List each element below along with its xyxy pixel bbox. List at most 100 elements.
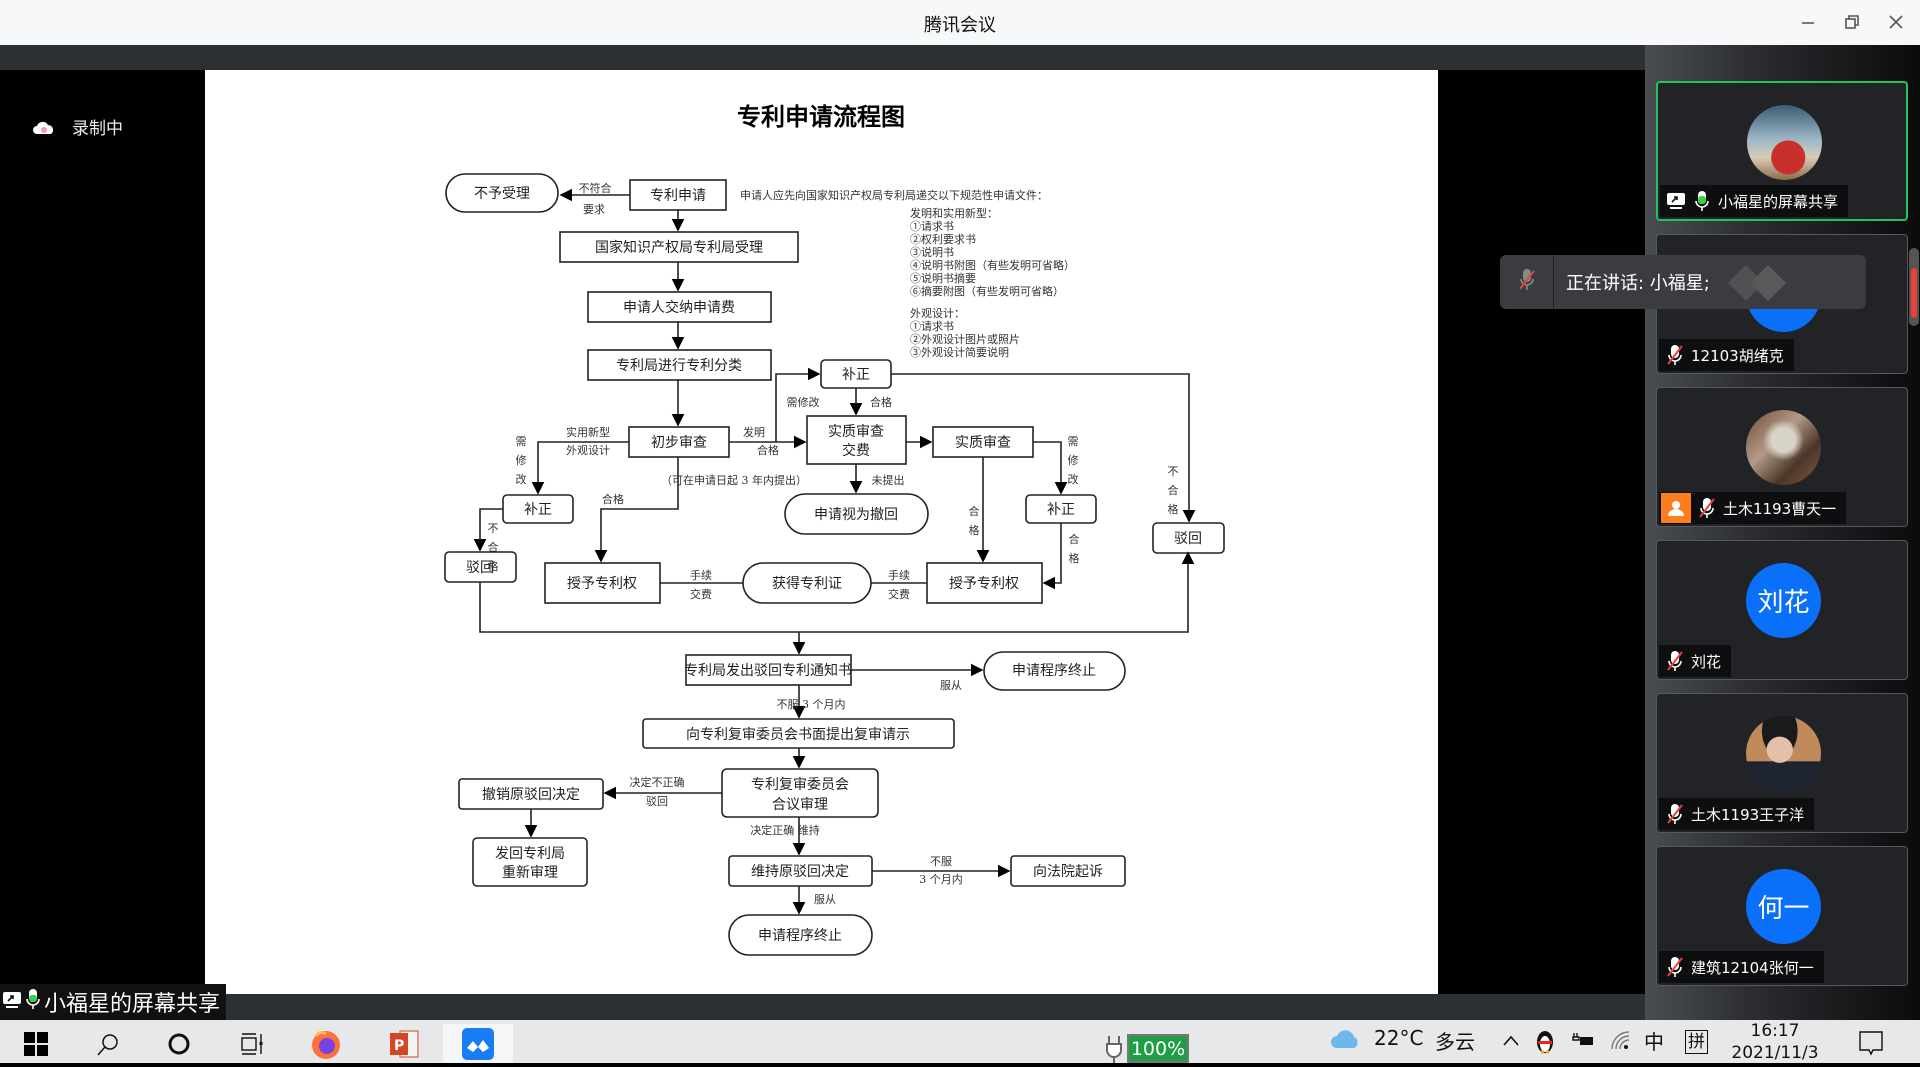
participants-scrollbar[interactable] — [1909, 248, 1919, 326]
ime-language[interactable]: 中 — [1644, 1030, 1664, 1054]
flowchart-edge-label: 改 — [516, 472, 527, 486]
mic-muted-icon — [1665, 344, 1685, 366]
participant-name: 土木1193曹天一 — [1723, 499, 1837, 518]
powerpoint-taskbar-button[interactable]: P — [380, 1024, 428, 1063]
flowchart-connector — [775, 367, 821, 442]
flowchart-connector — [1728, 265, 1764, 301]
node-terminate-1 — [983, 651, 1126, 691]
wifi-icon[interactable] — [1610, 1030, 1630, 1055]
notification-center-icon[interactable] — [1858, 1030, 1884, 1060]
mic-muted-icon — [1697, 497, 1717, 519]
show-hidden-icons-chevron-icon[interactable] — [1502, 1028, 1520, 1052]
task-view-button[interactable] — [228, 1024, 276, 1063]
search-icon — [97, 1033, 118, 1055]
label-pay: 申请人交纳申请费 — [623, 299, 735, 316]
node-classify — [587, 349, 772, 381]
flowchart-edge-label: 发明和实用新型： — [910, 206, 998, 220]
tencent-meeting-watermark-icon — [1728, 265, 1786, 301]
flowchart-connector — [473, 508, 503, 552]
label-terminate-2: 申请程序终止 — [758, 928, 842, 944]
node-sue — [1010, 855, 1126, 887]
firefox-icon — [312, 1030, 340, 1059]
cortana-button[interactable] — [155, 1024, 203, 1063]
flowchart-edge-label: ②权利要求书 — [910, 233, 976, 246]
flowchart-edge-label: 需 — [1068, 435, 1079, 448]
flowchart-edge-label: 修 — [516, 453, 527, 467]
start-button[interactable] — [12, 1024, 60, 1063]
flowchart-connector — [1042, 523, 1062, 590]
flowchart-connector — [7, 994, 14, 1002]
flowchart-connector — [26, 998, 40, 1009]
flowchart-edge-label: ③外观设计简要说明 — [910, 345, 1009, 359]
taskbar-clock[interactable]: 16:17 2021/11/3 — [1730, 1020, 1820, 1064]
weather-cloud-icon[interactable] — [1330, 1026, 1360, 1055]
label-return-2: 重新审理 — [502, 865, 558, 881]
tencent-meeting-taskbar-button[interactable] — [443, 1024, 513, 1063]
participant-tile[interactable]: 刘花 刘花 — [1656, 540, 1908, 680]
flowchart-edge-label: 外观设计 — [566, 444, 610, 457]
label-apply: 专利申请 — [650, 188, 706, 204]
flowchart-edge-label: 改 — [1068, 472, 1079, 486]
participant-tile[interactable]: 土木1193王子洋 — [1656, 693, 1908, 833]
restore-icon — [1845, 15, 1859, 29]
flowchart-connector — [1889, 15, 1903, 29]
label-return-1: 发回专利局 — [495, 846, 565, 862]
flowchart-connector — [314, 1030, 327, 1037]
label-board-1: 专利复审委员会 — [751, 776, 849, 793]
mic-on-icon — [1692, 190, 1712, 212]
title-bar: 腾讯会议 — [0, 0, 1920, 45]
close-button[interactable] — [1878, 8, 1914, 36]
windows-taskbar: P 100% 22°C 多云 中 拼 16:17 2021/11/3 — [0, 1020, 1920, 1063]
speaking-toast: 正在讲话: 小福星; — [1500, 255, 1866, 309]
flowchart-edge-label: 不服 3 个月内 — [777, 697, 846, 711]
qq-icon[interactable] — [1535, 1028, 1555, 1059]
avatar — [1746, 410, 1821, 485]
flowchart-edge-label: 合 — [969, 504, 980, 518]
flowchart-edge-label: 服从 — [814, 893, 836, 906]
flowchart-connector — [1859, 1031, 1883, 1056]
label-withdrawn: 申请视为撤回 — [814, 507, 898, 523]
document-title: 专利申请流程图 — [737, 102, 905, 131]
flowchart-edge-label: ⑥摘要附图（有些发明可省略） — [910, 284, 1064, 298]
patent-flowchart: 专利申请流程图 不予受理 专利申请 国家知识产权局专利局受理 申请人交纳申请费 … — [444, 102, 1225, 956]
node-reject-accept — [445, 173, 559, 213]
label-correct-top: 补正 — [842, 367, 870, 383]
minimize-button[interactable] — [1790, 8, 1826, 36]
search-button[interactable] — [84, 1024, 132, 1063]
clock-time: 16:17 — [1750, 1021, 1800, 1041]
participant-tile[interactable]: 小福星的屏幕共享 — [1656, 81, 1908, 221]
flowchart-edge-label: 合 — [1069, 532, 1080, 546]
power-status-icon[interactable] — [1572, 1030, 1594, 1054]
recording-label: 录制中 — [72, 119, 123, 139]
weather-temp[interactable]: 22°C — [1374, 1026, 1424, 1050]
screen-share-label: 小福星的屏幕共享 — [0, 984, 227, 1020]
flowchart-edge-label: ⑤说明书摘要 — [910, 271, 976, 285]
ime-mode[interactable]: 拼 — [1685, 1030, 1708, 1054]
flowchart-edge-label: 需 — [516, 435, 527, 448]
participant-tile[interactable]: 土木1193曹天一 — [1656, 387, 1908, 527]
flowchart-edge-label: 驳回 — [646, 795, 668, 808]
cloud-record-icon — [32, 120, 56, 134]
participant-tile[interactable]: 何一 建筑12104张何一 — [1656, 846, 1908, 986]
avatar — [1746, 716, 1821, 791]
battery-indicator[interactable]: 100% — [1127, 1034, 1189, 1063]
scrollbar-thumb[interactable] — [1911, 268, 1917, 318]
flowchart-edge-label: 3 个月内 — [919, 872, 963, 886]
firefox-taskbar-button[interactable] — [302, 1024, 350, 1063]
node-withdrawn — [784, 493, 929, 535]
flowchart-edge-label: 不符合 — [579, 181, 612, 195]
label-cnipa: 国家知识产权局专利局受理 — [595, 239, 763, 256]
flowchart-edge-label: 不服 — [930, 855, 952, 868]
weather-desc[interactable]: 多云 — [1435, 1030, 1475, 1054]
flowchart-connector — [1519, 278, 1534, 290]
recording-indicator[interactable]: 录制中 — [32, 114, 123, 139]
flowchart-connector — [1668, 660, 1682, 671]
label-sue: 向法院起诉 — [1033, 864, 1103, 880]
flowchart-edge-label: ②外观设计图片或照片 — [910, 333, 1020, 346]
label-grant-left: 授予专利权 — [567, 576, 637, 592]
restore-button[interactable] — [1834, 8, 1870, 36]
label-reject-accept: 不予受理 — [474, 186, 530, 202]
flowchart-connector — [1668, 509, 1684, 516]
flowchart-connector — [1668, 813, 1682, 824]
node-return — [472, 837, 588, 887]
